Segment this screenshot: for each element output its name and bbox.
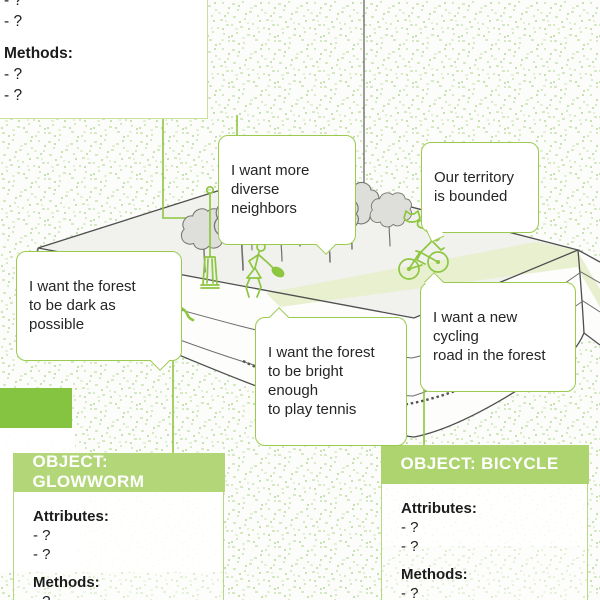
tennis-racket <box>271 266 285 278</box>
object-card-title: OBJECT: GLOWWORM <box>12 452 225 492</box>
method-item: - ? <box>4 66 23 83</box>
method-item: - ? <box>33 592 223 600</box>
attribute-item: - ? <box>33 545 51 563</box>
object-card-title: OBJECT: BICYCLE <box>380 444 589 484</box>
methods-label: Methods: <box>4 45 73 62</box>
object-card-glowworm: OBJECT: GLOWWORM Attributes: - ? - ? Met… <box>12 452 225 600</box>
object-card-partial-top-left: - ? - ? Methods: - ? - ? <box>0 0 208 119</box>
attribute-item: - ? <box>33 526 51 544</box>
street-lamp-icon <box>200 185 220 289</box>
bubble-text: I want a new cycling road in the forest <box>433 309 546 364</box>
methods-label: Methods: <box>33 573 100 591</box>
speech-bubble-forest-bright: I want the forest to be bright enough to… <box>255 307 407 446</box>
cycling-road-icon <box>266 242 600 307</box>
tennis-player-icon <box>245 242 285 298</box>
attribute-item: - ? <box>4 13 23 30</box>
bubble-text: I want more diverse neighbors <box>231 162 310 217</box>
attribute-item: - ? <box>4 0 23 9</box>
bubble-text: I want the forest to be dark as possible <box>29 278 136 333</box>
bubble-text: I want the forest to be bright enough to… <box>268 344 375 418</box>
attributes-label: Attributes: <box>33 507 109 525</box>
fox-icon <box>403 210 421 223</box>
object-card-partial-left-header <box>0 388 72 428</box>
attribute-item: - ? <box>401 518 419 536</box>
attributes-label: Attributes: <box>401 499 477 517</box>
methods-label: Methods: <box>401 565 468 583</box>
bubble-text: Our territory is bounded <box>434 169 515 205</box>
speech-bubble-cycling-road: I want a new cycling road in the forest <box>420 272 576 392</box>
method-item: - ? <box>401 584 419 600</box>
speech-bubble-forest-dark: I want the forest to be dark as possible <box>16 251 182 371</box>
speech-bubble-diverse-neighbors: I want more diverse neighbors <box>218 135 356 255</box>
attribute-item: - ? <box>401 537 419 555</box>
speech-bubble-territory-bounded: Our territory is bounded <box>421 142 539 243</box>
object-card-bicycle: OBJECT: BICYCLE Attributes: - ? - ? Meth… <box>380 444 589 600</box>
method-item: - ? <box>4 87 23 104</box>
